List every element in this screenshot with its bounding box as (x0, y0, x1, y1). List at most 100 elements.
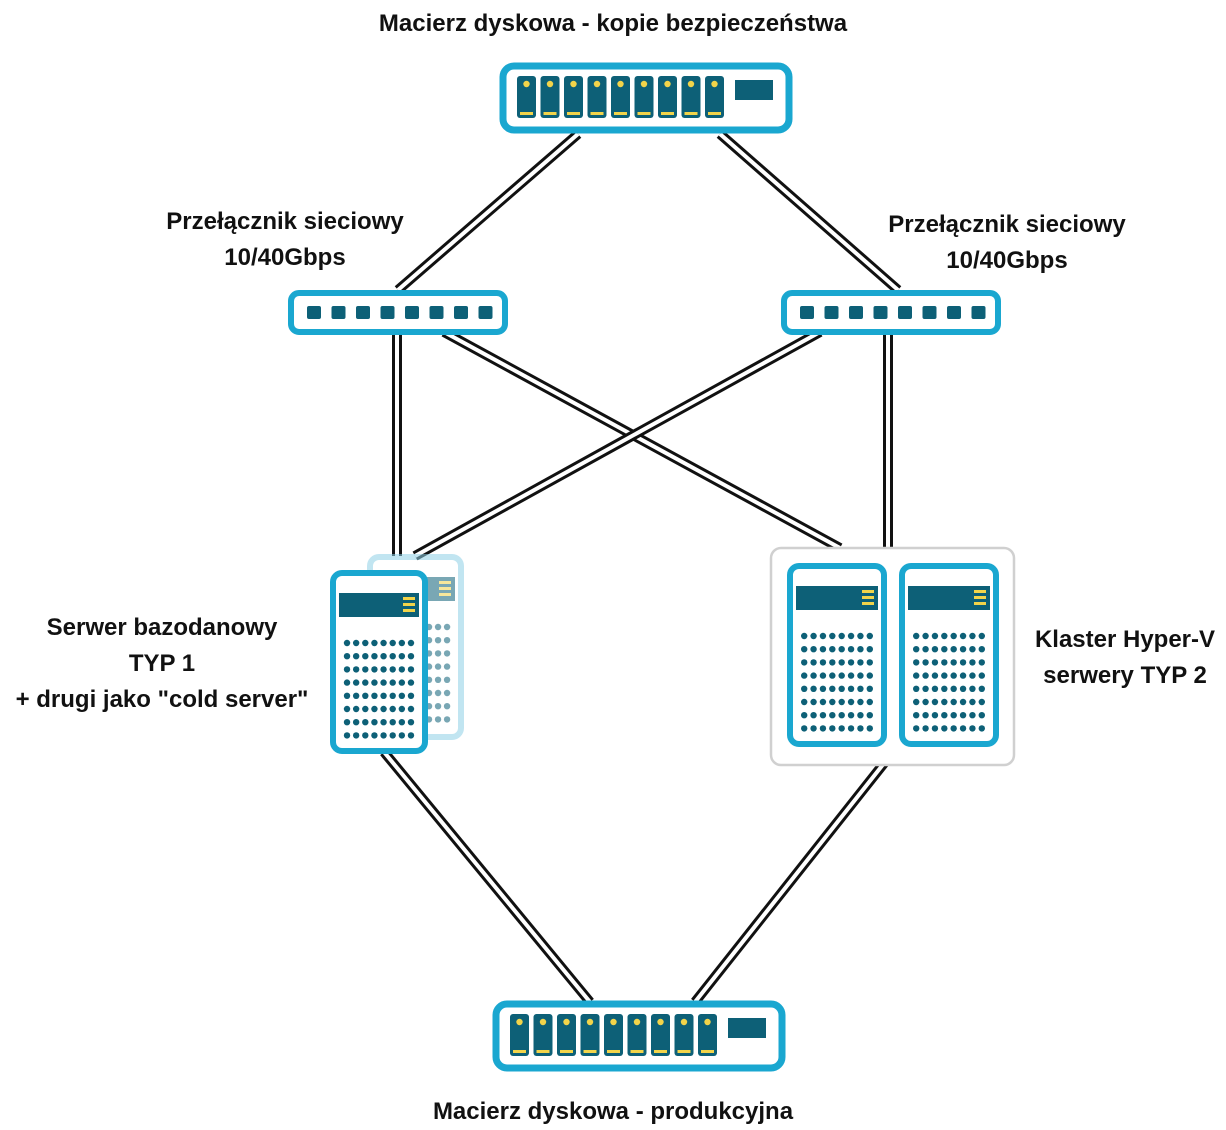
vent-hole (857, 672, 864, 679)
vent-hole (978, 698, 985, 706)
vent-hole (941, 659, 948, 666)
vent-hole (950, 685, 957, 692)
vent-hole (959, 646, 967, 653)
vent-hole (443, 650, 451, 657)
vent-hole (819, 672, 827, 679)
disk-led (633, 1018, 641, 1026)
vent-hole (343, 639, 351, 647)
vent-hole (950, 632, 957, 640)
disk-bay (658, 76, 677, 118)
vent-hole (343, 732, 351, 739)
link-inner (382, 750, 592, 1004)
server-led (862, 596, 874, 599)
link-inner (396, 132, 580, 292)
disk-handle (654, 1050, 667, 1053)
disk-bay (627, 1014, 647, 1056)
switch-port (947, 306, 961, 319)
vent-hole (969, 632, 976, 640)
double-line-link (394, 130, 582, 294)
disk-handle (630, 1050, 644, 1053)
vent-hole (362, 719, 369, 726)
hyperv-cluster (769, 546, 1016, 767)
vent-hole (371, 639, 378, 647)
vent-hole (443, 623, 451, 631)
vent-hole (847, 698, 855, 706)
vent-hole (389, 719, 396, 726)
vent-hole (443, 637, 451, 644)
connection-links (380, 130, 902, 1006)
vent-hole (352, 719, 360, 726)
vent-hole (931, 698, 939, 706)
disk-handle (614, 112, 627, 115)
vent-hole (810, 725, 817, 732)
vent-hole (913, 698, 920, 706)
vent-hole (941, 646, 948, 653)
vent-hole (434, 623, 442, 631)
switch-chassis (781, 290, 1001, 335)
vent-hole (343, 705, 351, 713)
vent-hole (969, 646, 976, 653)
server-led (403, 609, 415, 612)
vent-hole (950, 712, 957, 719)
vent-hole (371, 719, 378, 726)
disk-handle (590, 112, 604, 115)
disk-bay (580, 1014, 600, 1056)
vent-hole (847, 659, 855, 666)
disk-bay (564, 76, 583, 118)
vent-hole (343, 666, 351, 673)
vent-hole (398, 653, 406, 660)
switch-port (824, 306, 839, 319)
disk-handle (607, 1050, 620, 1053)
vent-hole (434, 716, 442, 723)
vent-hole (978, 632, 985, 640)
vent-hole (434, 650, 442, 657)
server-led (862, 602, 874, 605)
switch-port (405, 306, 419, 319)
vent-hole (352, 679, 360, 686)
disk-led (570, 80, 577, 88)
vent-hole (922, 725, 929, 732)
server-led (974, 596, 986, 599)
double-line-link (412, 327, 823, 561)
vent-hole (838, 698, 845, 706)
vent-hole (866, 698, 873, 706)
vent-hole (829, 632, 836, 640)
vent-hole (801, 712, 808, 719)
disk-bay (517, 76, 536, 118)
vent-hole (362, 666, 369, 673)
switch-port (971, 306, 986, 319)
vent-hole (829, 698, 836, 706)
vent-hole (398, 705, 406, 713)
vent-hole (829, 646, 836, 653)
db-server-cold-note: + drugi jako "cold server" (15, 686, 309, 713)
vent-hole (801, 685, 808, 692)
vent-hole (362, 653, 369, 660)
switch-port (478, 306, 493, 319)
vent-hole (922, 632, 929, 640)
vent-hole (950, 659, 957, 666)
switch-port (922, 306, 937, 319)
vent-hole (819, 646, 827, 653)
disk-bay (510, 1014, 529, 1056)
disk-led (610, 1018, 617, 1026)
vent-hole (857, 712, 864, 719)
vent-hole (857, 632, 864, 640)
vent-hole (801, 632, 808, 640)
database-server-icon (330, 570, 428, 754)
hyperv-server-icon-2 (899, 563, 999, 747)
vent-hole (829, 672, 836, 679)
disk-handle (583, 1050, 597, 1053)
vent-hole (352, 653, 360, 660)
vent-hole (950, 698, 957, 706)
vent-hole (389, 705, 396, 713)
vent-hole (389, 653, 396, 660)
vent-hole (443, 689, 451, 697)
vent-hole (829, 712, 836, 719)
db-server-type: TYP 1 (128, 650, 196, 677)
vent-hole (829, 725, 836, 732)
vent-hole (847, 712, 855, 719)
disk-bay (705, 76, 724, 118)
vent-hole (931, 646, 939, 653)
vent-hole (810, 632, 817, 640)
vent-hole (380, 639, 387, 647)
